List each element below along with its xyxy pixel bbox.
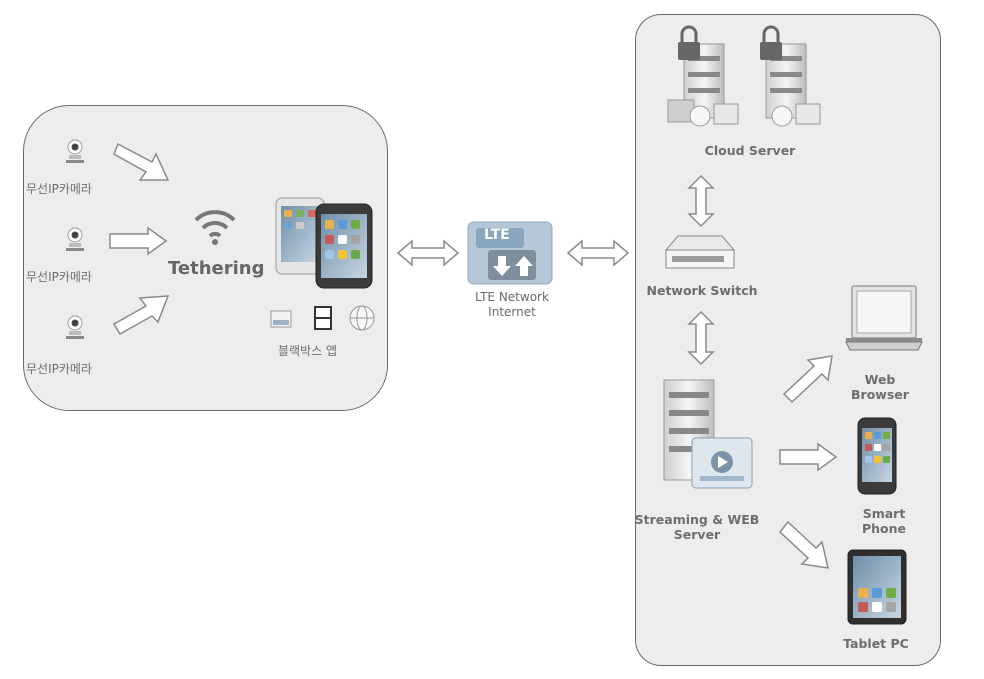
arrow-icon xyxy=(113,142,170,181)
streaming-server-label: Streaming & WEB Server xyxy=(632,512,762,542)
streaming-line2: Server xyxy=(673,527,721,542)
vertical-double-arrow-icon xyxy=(687,310,715,366)
image-app-icon xyxy=(270,310,292,328)
streaming-line1: Streaming & WEB xyxy=(634,512,760,527)
lte-badge: LTE xyxy=(484,227,510,243)
lte-network-line1: LTE Network xyxy=(475,290,549,304)
camera-label-2: 무선IP카메라 xyxy=(26,270,92,284)
tablet-pc-label: Tablet PC xyxy=(843,636,909,651)
double-arrow-icon xyxy=(396,239,460,267)
lte-icon xyxy=(467,221,553,285)
tethering-label: Tethering xyxy=(168,258,265,279)
cloud-server-label: Cloud Server xyxy=(704,143,796,158)
arrow-icon xyxy=(778,520,829,569)
smart-phone-line1: Smart xyxy=(862,506,906,521)
arrow-icon xyxy=(112,295,170,336)
smart-phone-label: Smart Phone xyxy=(834,506,934,536)
lte-network-label: LTE Network Internet xyxy=(452,290,572,320)
camera-label-1: 무선IP카메라 xyxy=(26,182,92,196)
smartphone-icon xyxy=(275,197,373,289)
vertical-double-arrow-icon xyxy=(687,174,715,228)
globe-app-icon xyxy=(349,305,375,331)
laptop-icon xyxy=(845,285,923,351)
camera-label-3: 무선IP카메라 xyxy=(26,362,92,376)
network-switch-icon xyxy=(664,235,736,269)
arrow-icon xyxy=(109,226,168,256)
ip-camera-icon xyxy=(62,226,88,254)
arrow-icon xyxy=(782,355,833,404)
arrow-icon xyxy=(779,442,838,472)
wifi-icon xyxy=(194,210,236,245)
streaming-server-icon xyxy=(663,379,753,489)
film-app-icon xyxy=(314,306,332,330)
web-browser-label: Web Browser xyxy=(830,372,930,402)
ip-camera-icon xyxy=(62,138,88,166)
server-lock-icon xyxy=(667,25,739,127)
web-browser-line2: Browser xyxy=(851,387,909,402)
blackbox-app-label: 블랙박스 앱 xyxy=(278,344,338,358)
ip-camera-icon xyxy=(62,314,88,342)
smartphone-icon xyxy=(857,417,897,495)
tablet-icon xyxy=(847,549,907,625)
smart-phone-line2: Phone xyxy=(861,521,907,536)
server-lock-icon xyxy=(760,25,821,127)
network-switch-label: Network Switch xyxy=(646,283,758,298)
double-arrow-icon xyxy=(566,239,630,267)
web-browser-line1: Web xyxy=(864,372,896,387)
lte-network-line2: Internet xyxy=(488,305,536,319)
